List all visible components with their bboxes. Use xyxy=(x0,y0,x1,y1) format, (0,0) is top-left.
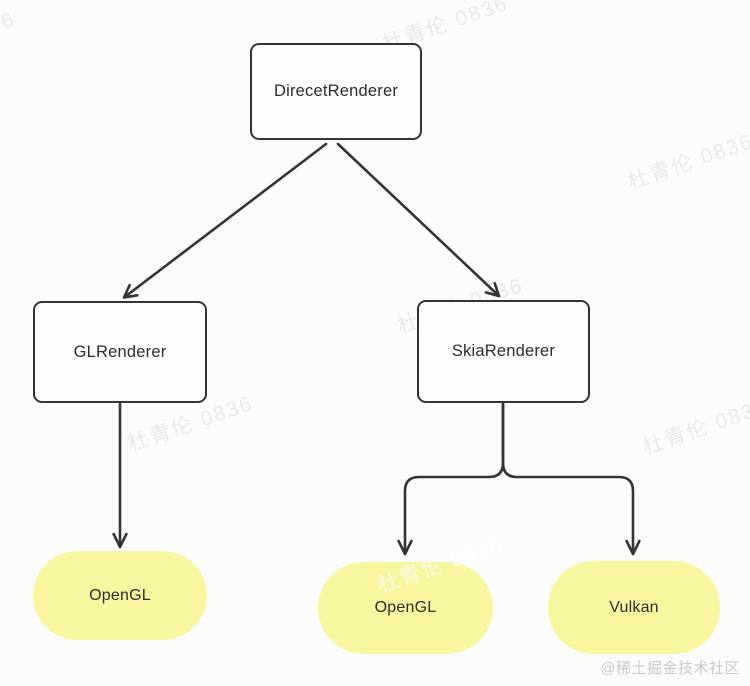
node-label: GLRenderer xyxy=(73,342,167,361)
edge-glrenderer-opengl xyxy=(112,402,128,549)
node-label: Vulkan xyxy=(609,598,659,616)
node-label: OpenGL xyxy=(374,599,437,616)
edge-root-skiarenderer xyxy=(336,142,501,298)
node-glrenderer: GLRenderer xyxy=(33,301,207,403)
node-label: DirecetRenderer xyxy=(273,82,399,100)
node-label: SkiaRenderer xyxy=(451,342,556,360)
node-label: OpenGL xyxy=(89,586,151,604)
edge-root-glrenderer xyxy=(122,142,328,299)
node-direcetrenderer: DirecetRenderer xyxy=(250,43,422,140)
node-skiarenderer: SkiaRenderer xyxy=(417,300,590,403)
edge-skiarenderer-vulkan xyxy=(501,402,641,556)
node-opengl-middle: OpenGL xyxy=(318,562,493,654)
node-opengl-left: OpenGL xyxy=(33,551,207,640)
attribution-text: @稀土掘金技术社区 xyxy=(600,660,740,677)
node-vulkan: Vulkan xyxy=(548,561,720,654)
edge-skiarenderer-opengl xyxy=(397,402,505,556)
